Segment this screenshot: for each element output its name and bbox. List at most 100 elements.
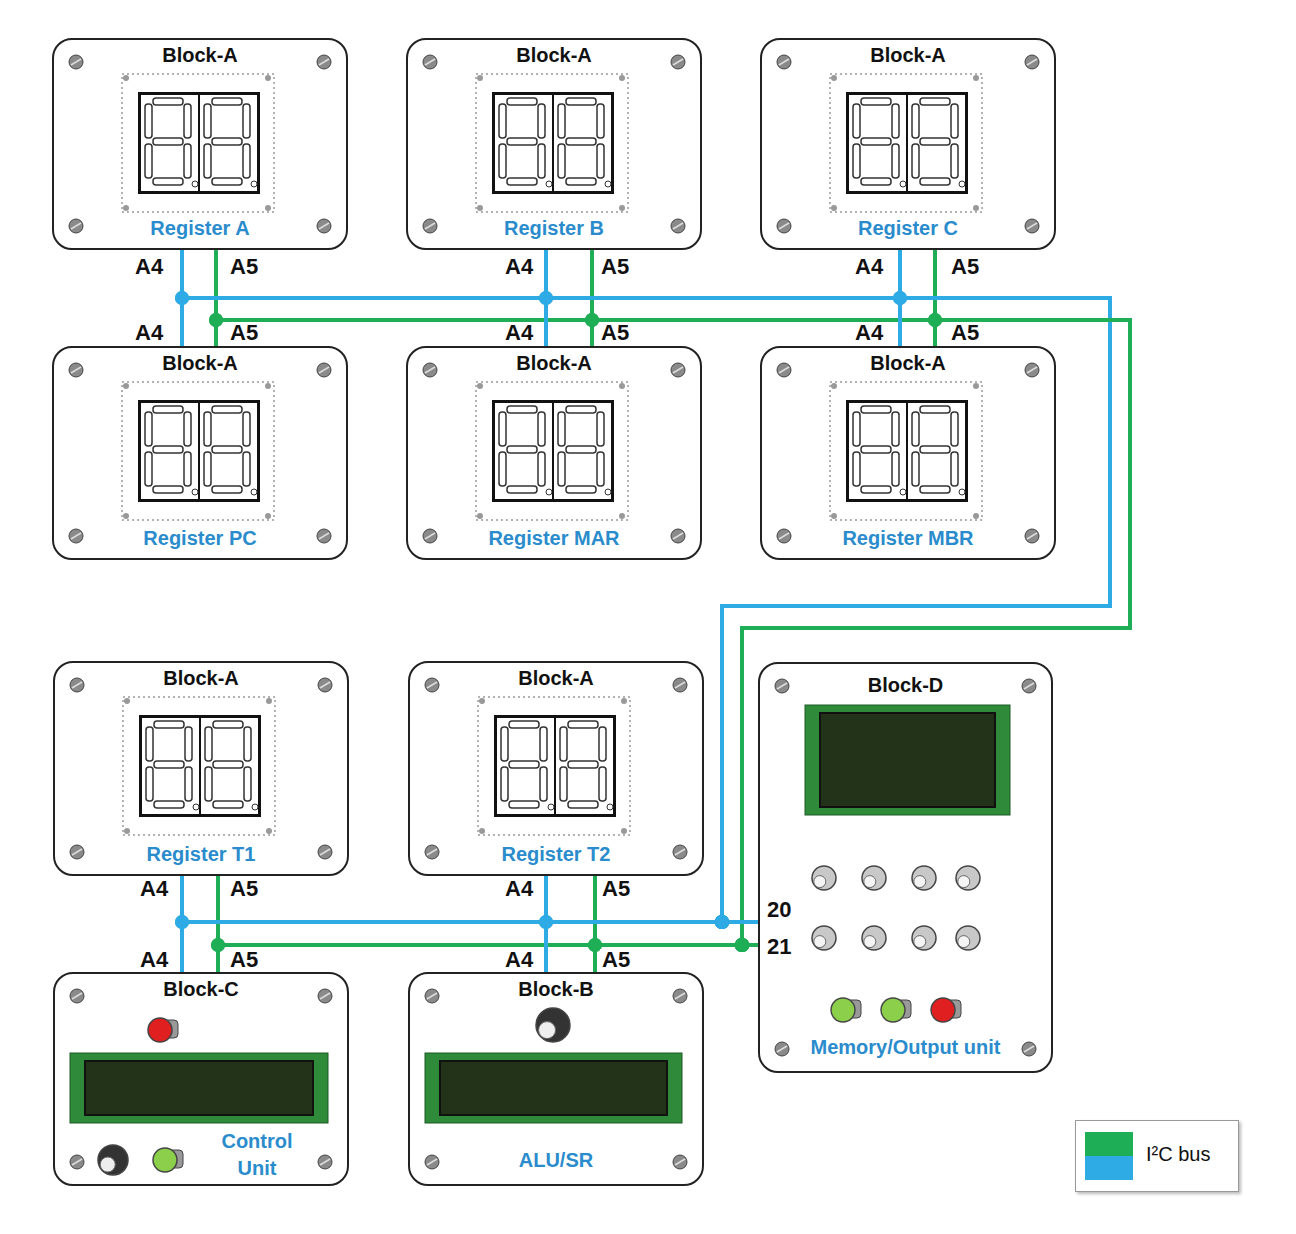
segment [912,412,919,446]
segment [244,767,251,801]
scl-line [182,298,1110,922]
segment [501,767,508,801]
segment [185,767,192,801]
segment [920,406,950,413]
screw [423,529,437,543]
segment [205,727,212,761]
screw [671,219,685,233]
segment [912,452,919,486]
segment [920,98,950,105]
screw-slot [675,849,685,855]
screw [1025,219,1039,233]
register-panel: Block-ARegister MAR [406,346,702,560]
block-title: Block-A [410,667,702,690]
segment [597,144,604,178]
screw [1025,363,1039,377]
segment [212,178,242,185]
segment [212,98,242,105]
screw [673,678,687,692]
register-panel: Block-ARegister B [406,38,702,250]
screw [425,1155,439,1169]
screw-slot [320,682,330,688]
knob-cap [539,1022,556,1039]
digit-cell [908,95,965,191]
unit-name: Memory/Output unit [760,1036,1051,1059]
decimal-point [251,489,257,495]
unit-panel: Block-BALU/SR [408,972,704,1186]
junction-dot [209,313,223,327]
screw [777,219,791,233]
segment [184,144,191,178]
segment [566,486,596,493]
decimal-point [900,489,906,495]
segment [861,138,891,145]
pin-name: A5 [228,878,260,900]
pin-name: A4 [503,322,535,344]
segment [951,452,958,486]
frame-hole [619,513,625,519]
frame-hole [973,75,979,81]
sda-line [742,250,1130,945]
sda-line [216,320,1130,945]
segment [558,104,565,138]
junction-dot [715,915,729,929]
decimal-point [900,181,906,187]
segment [951,104,958,138]
screw-slot [673,533,683,539]
digit-cell [141,95,198,191]
block-title: Block-C [55,978,347,1001]
screw [1022,679,1036,693]
i2c-bus-wire [539,291,1130,952]
screw-slot [319,367,329,373]
segment [920,486,950,493]
segment [145,104,152,138]
scl-line [546,922,758,972]
screw [318,845,332,859]
segment [153,98,183,105]
screw-slot [427,682,437,688]
segment [538,104,545,138]
screw-slot [71,533,81,539]
junction-dot [715,915,729,929]
screw [69,529,83,543]
screw-slot [777,1046,787,1052]
segment [861,486,891,493]
junction-dot [715,915,729,929]
frame-hole [831,513,837,519]
segment [920,178,950,185]
led [931,998,955,1022]
display-frame [830,382,982,520]
unit-name: Register MAR [408,527,700,550]
segment [861,178,891,185]
knob [862,926,886,950]
frame-hole [973,383,979,389]
led [881,998,905,1022]
seven-segment-display [138,92,260,194]
pin-name: A4 [133,256,165,278]
screw-slot [71,367,81,373]
screw-slot [673,59,683,65]
memory-panel: Block-DMemory/Output unit [758,662,1053,1073]
segment [499,104,506,138]
junction-dot [735,938,749,952]
digit-cell [141,403,198,499]
unit-name: Register A [54,217,346,240]
scl-line [182,250,1110,922]
frame-hole [265,75,271,81]
frame-hole [621,828,627,834]
segment [538,452,545,486]
display-frame [476,74,628,212]
junction-dot [735,938,749,952]
knob-cap [814,936,826,948]
segment [145,452,152,486]
segment [204,104,211,138]
decimal-point [546,181,552,187]
segment [184,412,191,446]
screw [1025,529,1039,543]
knob-cap [914,936,926,948]
segment [507,446,537,453]
segment [243,452,250,486]
segment [566,446,596,453]
junction-dot [735,938,749,952]
pin-number: 20 [765,899,793,921]
